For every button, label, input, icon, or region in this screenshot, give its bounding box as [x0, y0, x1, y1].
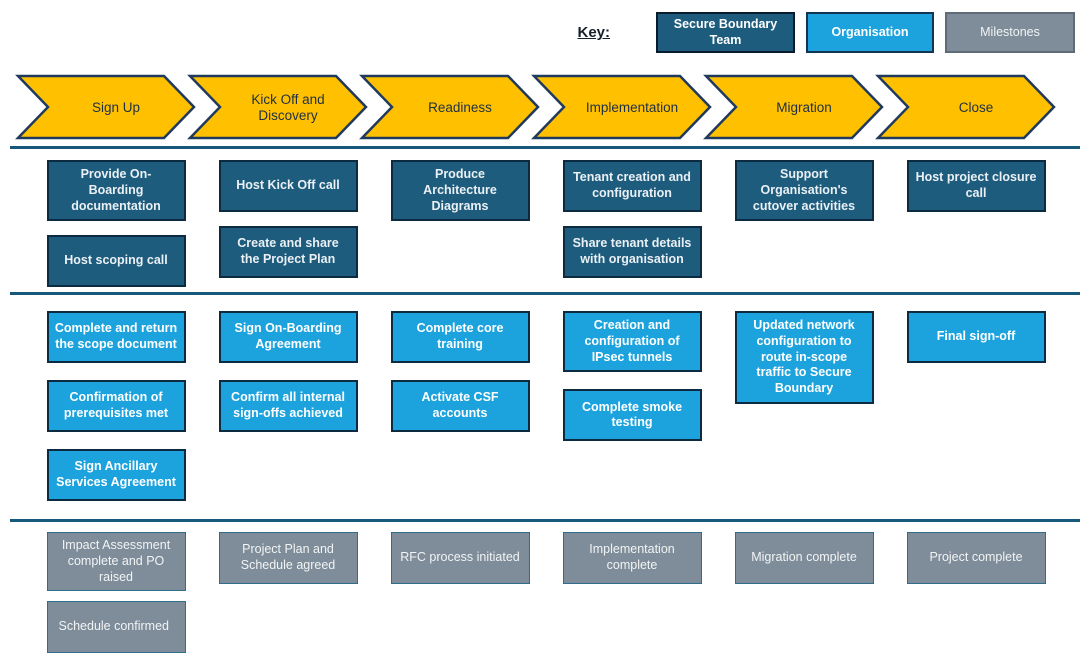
- task-box: Host scoping call: [46, 235, 186, 288]
- task-box: Tenant creation and configuration: [562, 160, 702, 212]
- task-box: Host project closure call: [906, 160, 1046, 212]
- task-box: Share tenant details with organisation: [562, 226, 702, 278]
- task-box: Provide On-Boarding documentation: [46, 160, 186, 222]
- task-box: Host Kick Off call: [218, 160, 358, 212]
- milestone-box: Project Plan and Schedule agreed: [218, 532, 358, 584]
- lane-milestones-col-3: RFC process initiated: [374, 532, 546, 653]
- phase-label: Sign Up: [92, 100, 140, 115]
- phase-chevron-3: [359, 74, 540, 140]
- lane-milestones-col-1: Impact Assessment complete and PO raised…: [30, 532, 202, 654]
- task-box: Create and share the Project Plan: [218, 226, 358, 278]
- lane-milestones: Impact Assessment complete and PO raised…: [30, 532, 1062, 654]
- lane-organisation-col-6: Final sign-off: [890, 311, 1062, 501]
- lane-secure-boundary-team-col-5: Support Organisation's cutover activitie…: [718, 160, 890, 287]
- task-box: Sign Ancillary Services Agreement: [46, 449, 186, 501]
- lane-separator-middle: [10, 292, 1080, 295]
- lane-milestones-col-6: Project complete: [890, 532, 1062, 653]
- lane-organisation-col-4: Creation and configuration of IPsec tunn…: [546, 311, 718, 501]
- legend: Key: Secure Boundary Team Organisation Mil…: [577, 12, 1075, 54]
- task-box: Complete smoke testing: [562, 389, 702, 442]
- lane-milestones-col-5: Migration complete: [718, 532, 890, 653]
- lane-separator-top: [10, 146, 1080, 149]
- phase-label: Migration: [776, 100, 832, 115]
- lane-secure-boundary-team-col-6: Host project closure call: [890, 160, 1062, 287]
- task-box: Complete core training: [390, 311, 530, 363]
- milestone-box: RFC process initiated: [390, 532, 530, 584]
- legend-item-milestones: Milestones: [945, 12, 1075, 54]
- legend-key-label: Key:: [577, 24, 610, 42]
- phase-label: Implementation: [586, 100, 678, 115]
- lane-milestones-col-2: Project Plan and Schedule agreed: [202, 532, 374, 653]
- milestone-box: Impact Assessment complete and PO raised: [46, 532, 186, 592]
- phase-chevron-2: [187, 74, 368, 140]
- phase-chevron-1: [15, 74, 196, 140]
- task-box: Activate CSF accounts: [390, 380, 530, 432]
- task-box: Confirmation of prerequisites met: [46, 380, 186, 432]
- phase-chevron-6: [875, 74, 1056, 140]
- phase-chevron-4: [531, 74, 712, 140]
- task-box: Sign On-Boarding Agreement: [218, 311, 358, 363]
- task-box: Produce Architecture Diagrams: [390, 160, 530, 222]
- task-box: Creation and configuration of IPsec tunn…: [562, 311, 702, 373]
- task-box: Final sign-off: [906, 311, 1046, 363]
- phase-chevron-5: [703, 74, 884, 140]
- phase-label: Readiness: [428, 100, 492, 115]
- legend-items: Secure Boundary Team Organisation Mileston…: [656, 12, 1075, 54]
- lane-organisation-col-5: Updated network configuration to route i…: [718, 311, 890, 501]
- lane-milestones-col-4: Implementation complete: [546, 532, 718, 653]
- milestone-box: Implementation complete: [562, 532, 702, 584]
- milestone-box: Migration complete: [734, 532, 874, 584]
- milestone-box: Project complete: [906, 532, 1046, 584]
- task-box: Support Organisation's cutover activitie…: [734, 160, 874, 222]
- lane-separator-bottom: [10, 519, 1080, 522]
- lane-secure-boundary-team-col-3: Produce Architecture Diagrams: [374, 160, 546, 287]
- task-box: Complete and return the scope document: [46, 311, 186, 363]
- task-box: Updated network configuration to route i…: [734, 311, 874, 404]
- legend-item-secure-boundary-team: Secure Boundary Team: [656, 12, 795, 54]
- task-box: Confirm all internal sign-offs achieved: [218, 380, 358, 432]
- phase-label: Close: [959, 100, 994, 115]
- milestone-box: Schedule confirmed: [46, 601, 186, 654]
- legend-item-organisation: Organisation: [806, 12, 934, 54]
